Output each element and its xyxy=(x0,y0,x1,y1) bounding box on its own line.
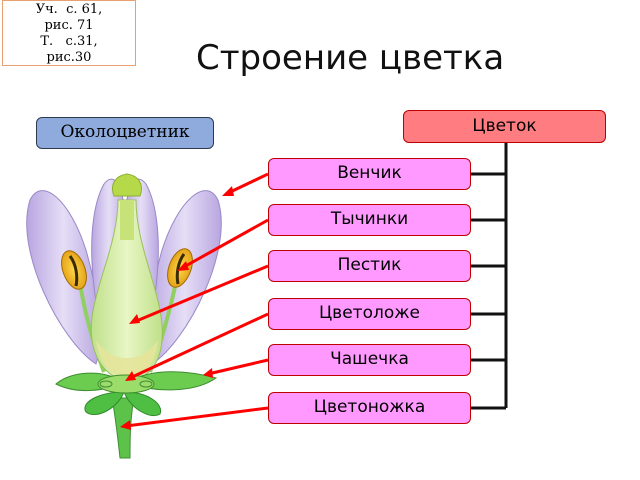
tree-connector xyxy=(470,143,508,410)
petal-left xyxy=(26,190,101,365)
textbook-reference: Уч. с. 61, рис. 71 Т. с.31, рис.30 xyxy=(2,0,136,66)
arrow-stalk xyxy=(125,406,269,428)
lower-sepal-right xyxy=(123,391,162,416)
part-box-pistil: Пестик xyxy=(268,250,471,282)
slide-title: Строение цветка xyxy=(196,38,505,78)
part-box-stamens: Тычинки xyxy=(268,204,471,236)
anther-left xyxy=(61,250,87,290)
arrow-corolla xyxy=(225,172,269,196)
perianth-label: Околоцветник xyxy=(36,117,214,149)
receptacle-shape xyxy=(97,374,155,394)
arrow-receptacle xyxy=(129,312,269,380)
arrow-calyx xyxy=(207,358,269,376)
part-box-stalk: Цветоножка xyxy=(268,392,471,424)
style-shape xyxy=(120,200,134,240)
part-box-corolla: Венчик xyxy=(268,158,471,190)
reference-line: рис. 71 xyxy=(44,18,94,33)
flower-root-box: Цветок xyxy=(403,110,606,143)
part-box-receptacle: Цветоложе xyxy=(268,298,471,330)
reference-line: Т. с.31, xyxy=(40,34,98,49)
reference-line: рис.30 xyxy=(46,50,92,65)
arrow-stamens xyxy=(181,218,269,270)
lower-sepal-left xyxy=(84,391,125,415)
stalk-shape xyxy=(111,397,135,459)
reference-line: Уч. с. 61, xyxy=(35,2,103,17)
part-box-calyx: Чашечка xyxy=(268,344,471,376)
arrow-pistil xyxy=(133,264,269,324)
stigma-shape xyxy=(112,173,142,197)
